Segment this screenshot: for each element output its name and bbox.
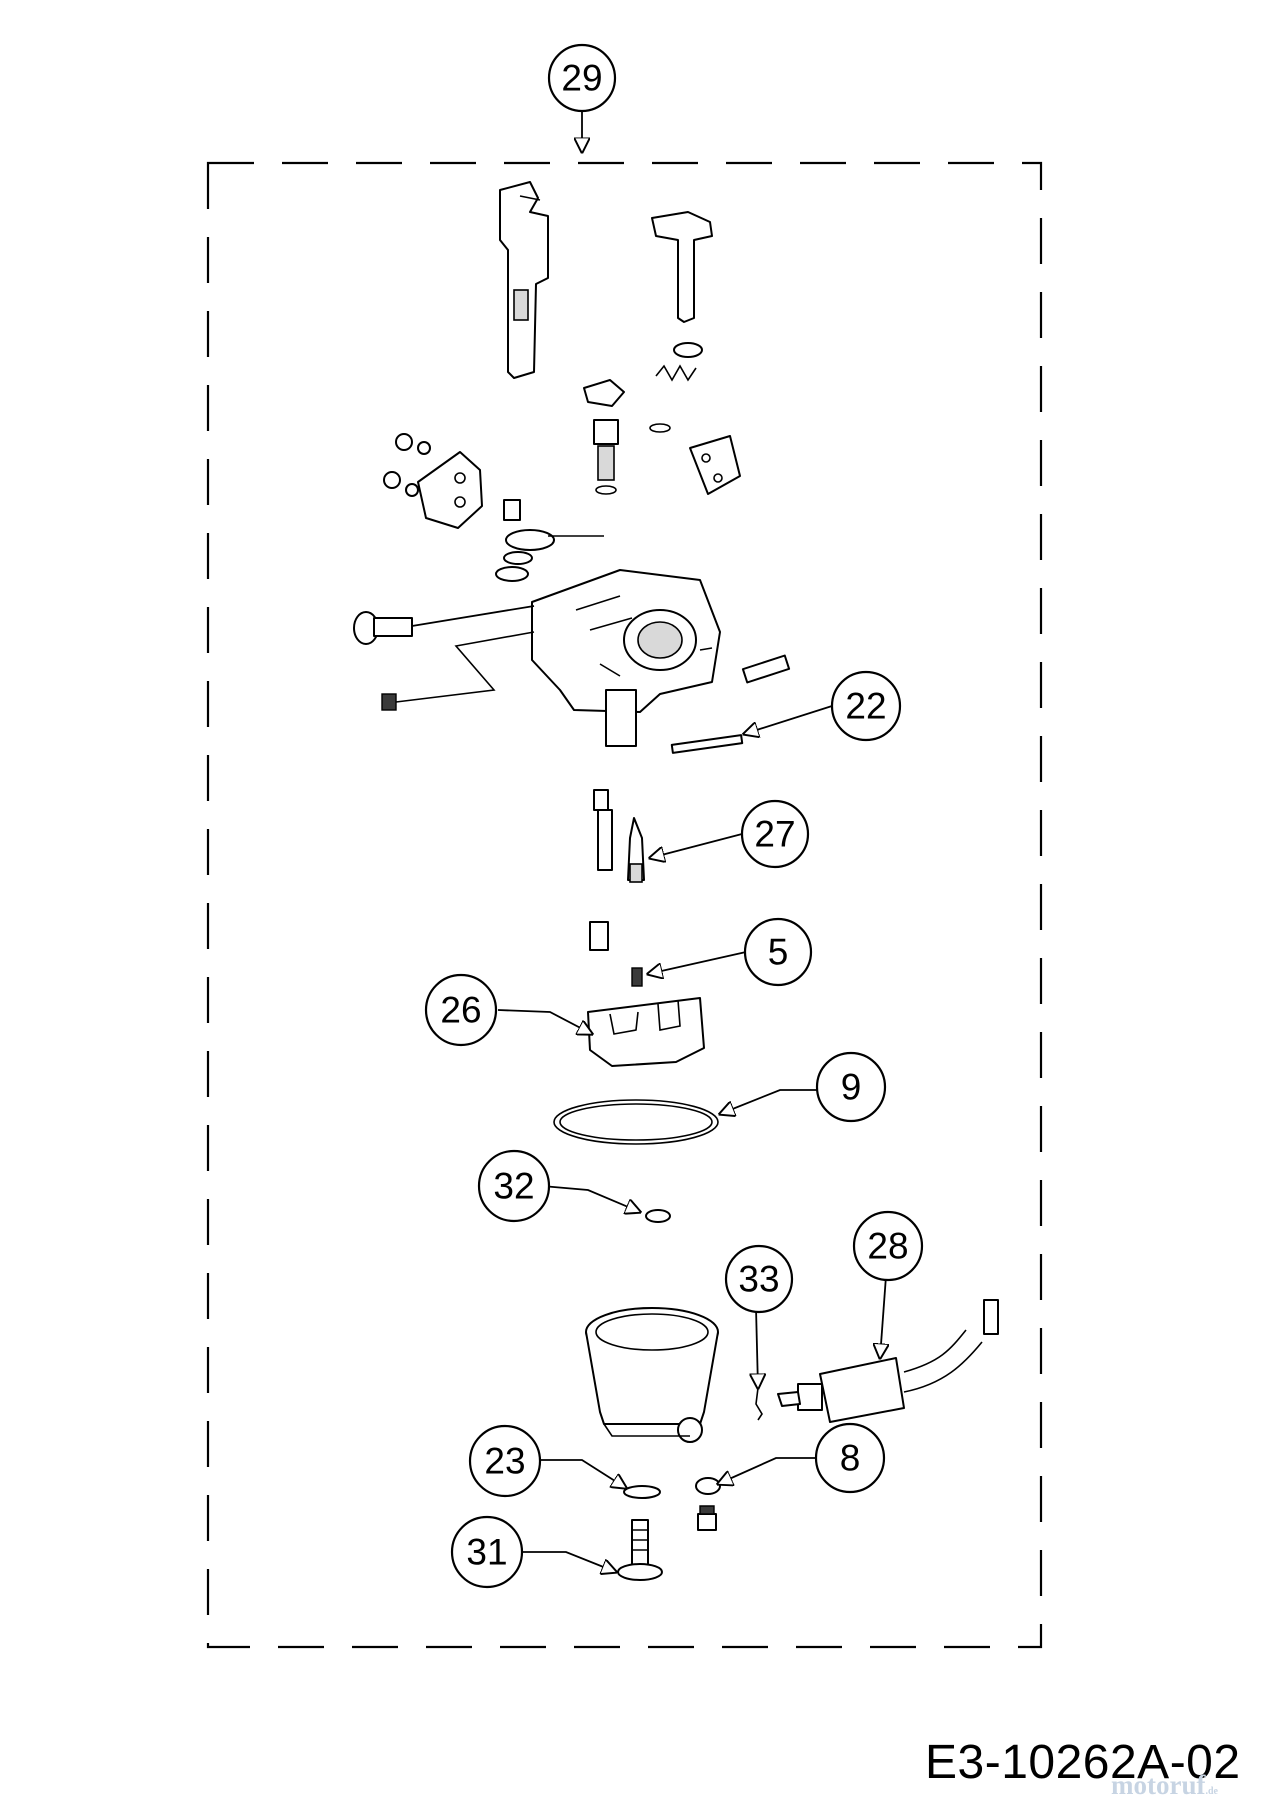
pilot-screw-part xyxy=(353,605,535,645)
callout-5-label: 5 xyxy=(768,932,789,973)
leader-8 xyxy=(718,1457,820,1484)
watermark-logo: motoruf.de xyxy=(1111,1770,1218,1801)
leader-23 xyxy=(536,1459,626,1488)
callout-33-label: 33 xyxy=(738,1259,779,1300)
washer-part-23 xyxy=(623,1485,661,1499)
leader-22 xyxy=(744,705,833,734)
callout-28-label: 28 xyxy=(867,1226,908,1267)
watermark-suffix: .de xyxy=(1205,1786,1218,1797)
choke-shaft-part xyxy=(651,211,713,382)
emulsion-tube-part xyxy=(593,789,613,871)
leader-26 xyxy=(497,1009,592,1034)
callout-27[interactable]: 27 xyxy=(740,799,810,869)
leader-28 xyxy=(880,1275,886,1358)
bowl-bolt-part-31 xyxy=(617,1519,663,1581)
gasket-part-9 xyxy=(553,1099,719,1145)
callout-31[interactable]: 31 xyxy=(450,1515,524,1589)
callout-8[interactable]: 8 xyxy=(814,1422,886,1494)
callout-23[interactable]: 23 xyxy=(468,1424,542,1498)
float-bowl-part xyxy=(585,1307,719,1443)
callout-29[interactable]: 29 xyxy=(547,43,617,113)
carburetor-body-part xyxy=(531,569,721,747)
watermark-text: motoruf xyxy=(1111,1770,1206,1800)
leader-33 xyxy=(756,1307,758,1388)
callout-31-label: 31 xyxy=(466,1532,507,1573)
throttle-shaft-part xyxy=(499,181,549,379)
callout-23-label: 23 xyxy=(484,1441,525,1482)
throttle-plate-part xyxy=(383,433,483,529)
washer-part-32 xyxy=(645,1209,671,1223)
leader-9 xyxy=(720,1089,818,1114)
idle-screw-assembly-part xyxy=(583,379,671,495)
float-needle-part-27 xyxy=(627,817,645,883)
callout-9-label: 9 xyxy=(841,1067,862,1108)
lever-bracket-part xyxy=(495,499,604,582)
leader-5 xyxy=(648,951,747,974)
small-screw-part xyxy=(381,631,535,711)
spring-part-5 xyxy=(631,967,643,987)
assembly-boundary-frame xyxy=(206,161,1043,1649)
callout-28[interactable]: 28 xyxy=(852,1210,924,1282)
callout-29-label: 29 xyxy=(561,58,602,99)
callout-27-label: 27 xyxy=(754,814,795,855)
leader-31 xyxy=(520,1551,616,1572)
leader-32 xyxy=(541,1185,640,1212)
main-jet-part xyxy=(589,921,609,951)
leader-27 xyxy=(650,833,743,858)
callout-5[interactable]: 5 xyxy=(743,917,813,987)
fuel-solenoid-part-28 xyxy=(777,1299,999,1423)
fuel-fitting-part xyxy=(741,654,791,684)
callout-22-label: 22 xyxy=(845,686,886,727)
washer-part-8 xyxy=(695,1477,721,1531)
callout-26[interactable]: 26 xyxy=(424,973,498,1047)
float-part-26 xyxy=(587,997,705,1067)
diagram-code-label: E3-10262A-02 xyxy=(925,1736,1241,1789)
callout-33[interactable]: 33 xyxy=(724,1244,794,1314)
callout-9[interactable]: 9 xyxy=(815,1051,887,1123)
callout-8-label: 8 xyxy=(840,1438,861,1479)
callout-32-label: 32 xyxy=(493,1166,534,1207)
clip-part-33 xyxy=(755,1387,763,1421)
callout-26-label: 26 xyxy=(440,990,481,1031)
choke-plate-part xyxy=(689,435,741,495)
pin-part-22 xyxy=(670,734,744,754)
callout-32[interactable]: 32 xyxy=(477,1149,551,1223)
callout-22[interactable]: 22 xyxy=(830,670,902,742)
